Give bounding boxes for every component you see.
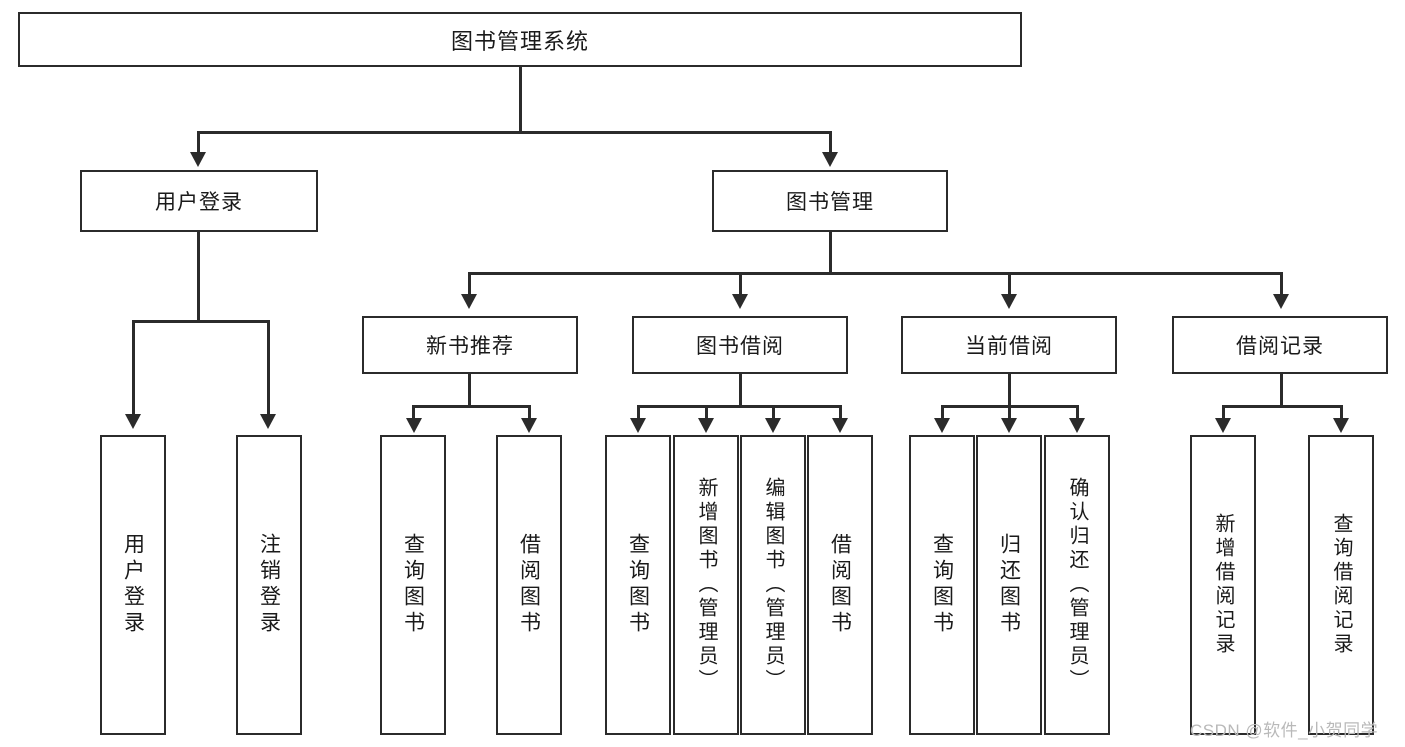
arrow-root-to-user-login <box>190 152 206 167</box>
arrow-book-mgmt-to-new-book <box>461 294 477 309</box>
arrow-borrow-record-leaf-1 <box>1215 418 1231 433</box>
node-book-borrow[interactable]: 图书借阅 <box>632 316 848 374</box>
node-new-book-recommend[interactable]: 新书推荐 <box>362 316 578 374</box>
connector-book-mgmt-to-new-book <box>468 272 471 297</box>
connector-root-trunk <box>519 67 522 132</box>
arrow-user-login-leaf-2 <box>260 414 276 429</box>
leaf-borrow-book-recommend[interactable]: 借阅图书 <box>496 435 562 735</box>
connector-book-borrow-leaf-2 <box>705 405 708 421</box>
connector-book-mgmt-bar <box>468 272 1282 275</box>
connector-book-mgmt-to-borrow-record <box>1280 272 1283 297</box>
connector-borrow-record-leaf-2 <box>1340 405 1343 421</box>
connector-current-borrow-leaf-1 <box>941 405 944 421</box>
leaf-return-book[interactable]: 归还图书 <box>976 435 1042 735</box>
leaf-add-borrow-record[interactable]: 新增借阅记录 <box>1190 435 1256 735</box>
arrow-current-borrow-leaf-3 <box>1069 418 1085 433</box>
leaf-query-book-recommend[interactable]: 查询图书 <box>380 435 446 735</box>
connector-book-borrow-trunk <box>739 374 742 407</box>
arrow-current-borrow-leaf-1 <box>934 418 950 433</box>
connector-borrow-record-trunk <box>1280 374 1283 407</box>
arrow-borrow-record-leaf-2 <box>1333 418 1349 433</box>
connector-user-login-leaf-2 <box>267 320 270 417</box>
connector-book-borrow-leaf-1 <box>637 405 640 421</box>
connector-book-mgmt-to-current-borrow <box>1008 272 1011 297</box>
connector-book-borrow-bar <box>637 405 841 408</box>
connector-borrow-record-leaf-1 <box>1222 405 1225 421</box>
connector-root-to-book-mgmt <box>829 131 832 155</box>
arrow-current-borrow-leaf-2 <box>1001 418 1017 433</box>
leaf-query-borrow-record[interactable]: 查询借阅记录 <box>1308 435 1374 735</box>
arrow-book-mgmt-to-current-borrow <box>1001 294 1017 309</box>
connector-user-login-trunk <box>197 232 200 322</box>
leaf-query-book-borrow[interactable]: 查询图书 <box>605 435 671 735</box>
arrow-new-book-leaf-2 <box>521 418 537 433</box>
connector-user-login-leaf-1 <box>132 320 135 417</box>
leaf-confirm-return-admin[interactable]: 确认归还（管理员） <box>1044 435 1110 735</box>
leaf-query-book-current[interactable]: 查询图书 <box>909 435 975 735</box>
connector-borrow-record-bar <box>1222 405 1342 408</box>
leaf-borrow-book[interactable]: 借阅图书 <box>807 435 873 735</box>
connector-current-borrow-trunk <box>1008 374 1011 407</box>
node-book-management[interactable]: 图书管理 <box>712 170 948 232</box>
connector-new-book-bar <box>412 405 530 408</box>
leaf-edit-book-admin[interactable]: 编辑图书（管理员） <box>740 435 806 735</box>
node-user-login[interactable]: 用户登录 <box>80 170 318 232</box>
arrow-book-borrow-leaf-3 <box>765 418 781 433</box>
connector-new-book-leaf-1 <box>412 405 415 421</box>
arrow-book-mgmt-to-borrow-record <box>1273 294 1289 309</box>
connector-book-mgmt-trunk <box>829 232 832 274</box>
arrow-new-book-leaf-1 <box>406 418 422 433</box>
arrow-root-to-book-mgmt <box>822 152 838 167</box>
node-borrow-record[interactable]: 借阅记录 <box>1172 316 1388 374</box>
arrow-book-borrow-leaf-2 <box>698 418 714 433</box>
connector-book-borrow-leaf-3 <box>772 405 775 421</box>
connector-user-login-bar <box>132 320 269 323</box>
leaf-add-book-admin[interactable]: 新增图书（管理员） <box>673 435 739 735</box>
connector-current-borrow-leaf-2 <box>1008 405 1011 421</box>
arrow-book-borrow-leaf-1 <box>630 418 646 433</box>
connector-root-bar <box>197 131 831 134</box>
connector-root-to-user-login <box>197 131 200 155</box>
connector-book-borrow-leaf-4 <box>839 405 842 421</box>
watermark-text: CSDN @软件_小贺同学 <box>1190 721 1379 740</box>
connector-book-mgmt-to-book-borrow <box>739 272 742 297</box>
arrow-user-login-leaf-1 <box>125 414 141 429</box>
connector-new-book-trunk <box>468 374 471 407</box>
arrow-book-borrow-leaf-4 <box>832 418 848 433</box>
leaf-logout[interactable]: 注销登录 <box>236 435 302 735</box>
arrow-book-mgmt-to-book-borrow <box>732 294 748 309</box>
connector-new-book-leaf-2 <box>528 405 531 421</box>
node-current-borrow[interactable]: 当前借阅 <box>901 316 1117 374</box>
connector-current-borrow-leaf-3 <box>1076 405 1079 421</box>
leaf-user-login[interactable]: 用户登录 <box>100 435 166 735</box>
node-root-system[interactable]: 图书管理系统 <box>18 12 1022 67</box>
